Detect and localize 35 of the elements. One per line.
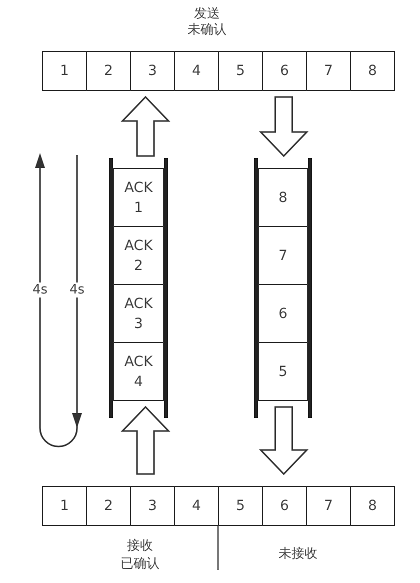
time-label: 4s: [32, 282, 48, 298]
cell-box: 4: [174, 51, 219, 91]
status-text: 未接收: [278, 546, 318, 562]
cell-box: 3: [130, 51, 175, 91]
heading-text: 发送: [194, 6, 220, 22]
segment-box: 5: [258, 342, 308, 401]
cell-box: 3: [130, 486, 175, 526]
cell-box: 8: [350, 486, 395, 526]
ack-box: ACK 2: [113, 226, 164, 285]
hollow-arrow: [258, 96, 309, 158]
cell-box: 8: [350, 51, 395, 91]
segment-box: 6: [258, 284, 308, 343]
cell-box: 2: [86, 486, 131, 526]
cell-box: 7: [306, 486, 351, 526]
cell-box: 1: [42, 486, 87, 526]
ack-box: ACK 4: [113, 342, 164, 401]
cell-box: 2: [86, 51, 131, 91]
hollow-arrow: [258, 406, 309, 476]
ack-box: ACK 3: [113, 284, 164, 343]
cell-box: 5: [218, 486, 263, 526]
segment-box: 8: [258, 168, 308, 227]
status-text: 已确认: [120, 556, 160, 572]
cell-box: 1: [42, 51, 87, 91]
hollow-arrow: [120, 96, 170, 157]
cell-box: 7: [306, 51, 351, 91]
ack-box: ACK 1: [113, 168, 164, 227]
time-label: 4s: [69, 282, 85, 298]
cell-box: 5: [218, 51, 263, 91]
cell-box: 6: [262, 51, 307, 91]
status-text: 接收: [127, 538, 153, 554]
hollow-arrow: [120, 406, 170, 475]
heading-text: 未确认: [188, 22, 226, 38]
cell-box: 6: [262, 486, 307, 526]
cell-box: 4: [174, 486, 219, 526]
segment-box: 7: [258, 226, 308, 285]
